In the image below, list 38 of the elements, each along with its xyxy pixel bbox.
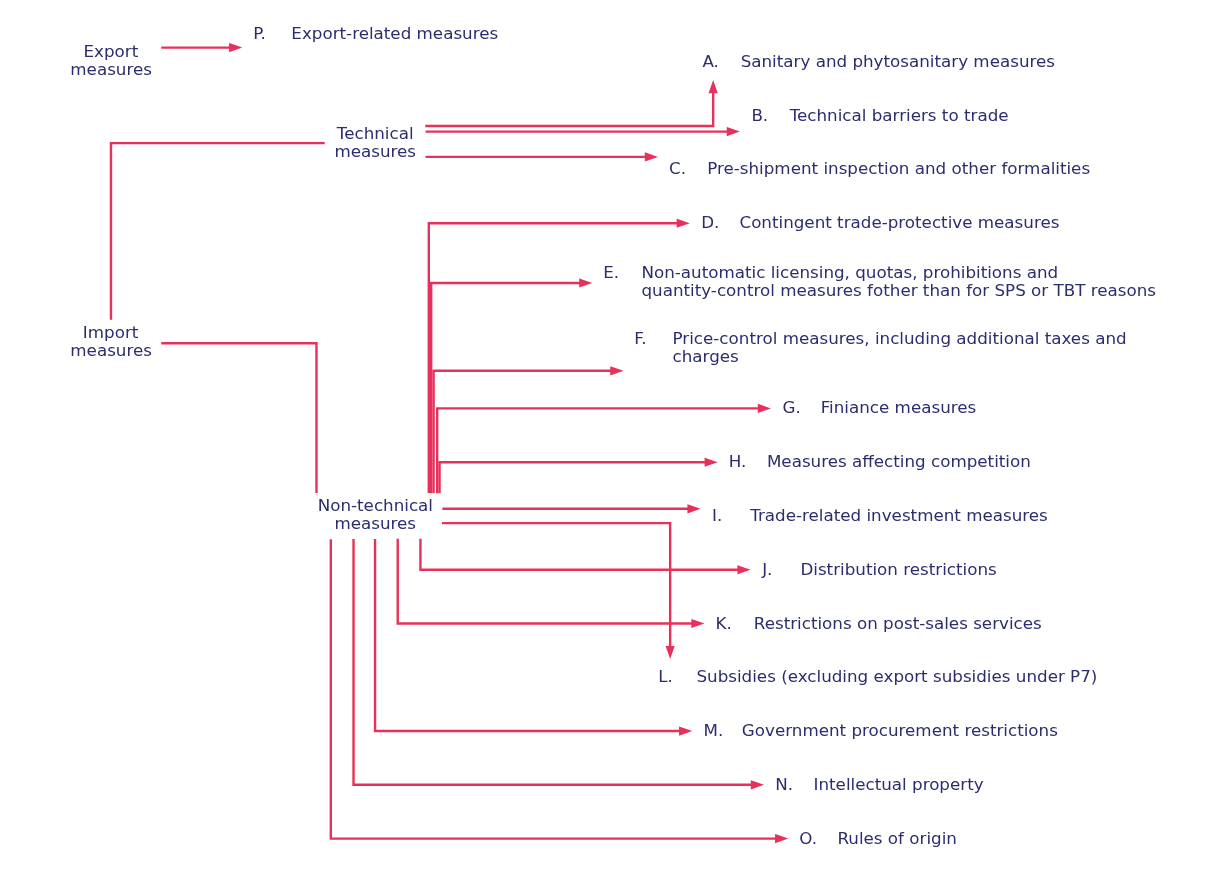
- node-text: L. Subsidies (excluding export subsidies under P7): [657, 666, 1097, 687]
- node-text: P. Export-related measures: [252, 23, 498, 44]
- arrow: [351, 538, 764, 790]
- node-text: Non-technical measures: [317, 495, 433, 534]
- arrow: [329, 539, 788, 844]
- arrow: [160, 42, 242, 53]
- node-text: A. Sanitary and phytosanitary measures: [701, 50, 1055, 71]
- node-text: H. Measures affecting competition: [728, 451, 1031, 472]
- arrow: [427, 218, 690, 493]
- node-text: M. Government procurement restrictions: [703, 720, 1058, 741]
- node-text: Export measures: [69, 41, 152, 80]
- arrow: [425, 127, 740, 137]
- arrow: [441, 504, 701, 514]
- node-text: N. Intellectual property: [774, 773, 984, 794]
- node-text: K. Restrictions on post-sales services: [715, 612, 1042, 633]
- arrow: [441, 521, 675, 660]
- node-text: Technical measures: [333, 122, 416, 161]
- connector: [160, 342, 318, 494]
- arrow: [429, 278, 592, 494]
- node-text: G. Finiance measures: [781, 397, 976, 418]
- node-text: D. Contingent trade-protective measures: [700, 212, 1059, 233]
- node-text: E. Non-automatic licensing, quotas, prohibitions and quantity-control measures fother than for SPS or TBT reasons: [602, 262, 1156, 301]
- arrow: [373, 538, 692, 736]
- node-text: I. Trade-related investment measures: [711, 504, 1048, 525]
- node-text: O. Rules of origin: [798, 827, 957, 848]
- arrow: [431, 366, 623, 493]
- node-text: B. Technical barriers to trade: [750, 104, 1009, 125]
- connector: [109, 141, 325, 320]
- node-text: J. Distribution restrictions: [761, 558, 997, 579]
- arrow: [435, 403, 771, 494]
- arrow: [396, 538, 705, 629]
- arrow: [425, 152, 658, 162]
- node-text: C. Pre-shipment inspection and other formalities: [668, 158, 1090, 179]
- arrow: [418, 538, 751, 575]
- node-text: F. Price-control measures, including additional taxes and charges: [633, 328, 1127, 367]
- node-text: Import measures: [69, 322, 152, 361]
- arrow: [437, 457, 718, 494]
- arrow: [424, 80, 718, 128]
